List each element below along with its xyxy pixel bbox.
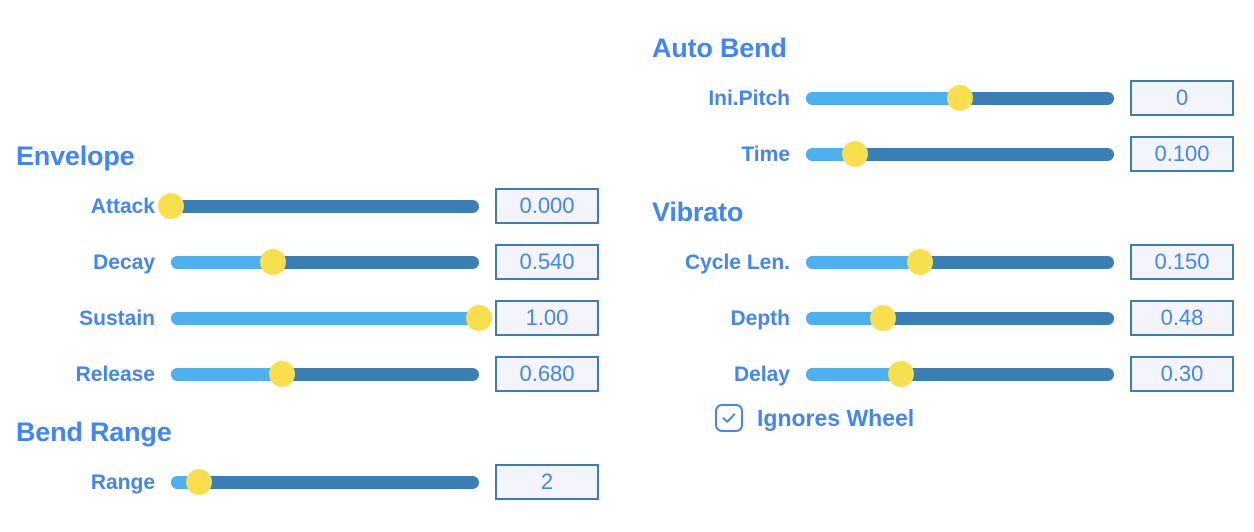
slider-range[interactable] [171,462,479,502]
slider-knob-time[interactable] [842,141,869,167]
value-box-release[interactable]: 0.680 [495,356,599,392]
param-row-sustain: Sustain 1.00 [0,298,599,338]
slider-knob-sustain[interactable] [466,305,492,331]
slider-knob-cycle-len[interactable] [906,249,933,275]
slider-knob-depth[interactable] [870,305,896,331]
right-panel: Auto Bend Ini.Pitch 0 Time 0.100 Vibrato… [640,0,1254,532]
value-box-delay[interactable]: 0.30 [1130,356,1234,392]
slider-knob-range[interactable] [185,469,212,495]
slider-depth[interactable] [806,298,1114,338]
slider-knob-attack[interactable] [158,193,184,219]
slider-release[interactable] [171,354,479,394]
slider-track-delay[interactable] [806,367,1114,381]
value-box-cycle-len[interactable]: 0.150 [1130,244,1234,280]
check-icon [722,413,736,423]
param-row-time: Time 0.100 [640,134,1234,174]
slider-decay[interactable] [171,242,479,282]
section-heading-vibrato: Vibrato [652,197,744,227]
param-row-decay: Decay 0.540 [0,242,599,282]
param-row-release: Release 0.680 [0,354,599,394]
slider-track-attack[interactable] [171,199,479,213]
checkbox-ignores-wheel[interactable]: Ignores Wheel [715,404,914,432]
slider-track-depth[interactable] [806,311,1114,325]
param-label-ini-pitch: Ini.Pitch [708,86,790,110]
param-label-range: Range [90,470,155,494]
slider-ini-pitch[interactable] [806,78,1114,118]
slider-knob-ini-pitch[interactable] [947,85,973,111]
slider-sustain[interactable] [171,298,492,338]
slider-fill-delay [806,367,902,381]
param-row-delay: Delay 0.30 [640,354,1234,394]
section-heading-auto-bend: Auto Bend [652,33,787,63]
checkbox-box[interactable] [715,404,743,432]
value-box-sustain[interactable]: 1.00 [495,300,599,336]
slider-fill-depth [806,311,883,325]
slider-track-cycle-len[interactable] [806,255,1114,269]
section-heading-envelope: Envelope [16,141,135,171]
param-label-time: Time [741,142,790,166]
param-label-release: Release [75,362,155,386]
param-row-attack: Attack 0.000 [0,186,599,226]
value-box-decay[interactable]: 0.540 [495,244,599,280]
slider-delay[interactable] [806,354,1114,394]
left-panel: Envelope Attack 0.000 Decay 0.540 Sustai… [0,0,620,532]
slider-fill-ini-pitch [806,91,960,105]
slider-attack[interactable] [158,186,479,226]
slider-track-decay[interactable] [171,255,479,269]
slider-track-sustain[interactable] [171,311,479,325]
checkbox-label-ignores-wheel: Ignores Wheel [757,404,915,431]
slider-knob-delay[interactable] [888,361,915,387]
slider-knob-release[interactable] [268,361,295,387]
param-label-delay: Delay [733,362,790,386]
slider-knob-decay[interactable] [259,249,286,275]
slider-time[interactable] [806,134,1114,174]
section-heading-bend-range: Bend Range [16,417,172,447]
param-label-cycle-len: Cycle Len. [684,250,790,274]
slider-fill-cycle-len [806,255,920,269]
slider-fill-decay [171,255,273,269]
param-row-ini-pitch: Ini.Pitch 0 [640,78,1234,118]
slider-fill-sustain [171,311,479,325]
param-label-sustain: Sustain [79,306,155,330]
param-label-decay: Decay [93,250,155,274]
param-row-cycle-len: Cycle Len. 0.150 [640,242,1234,282]
value-box-depth[interactable]: 0.48 [1130,300,1234,336]
param-label-depth: Depth [730,306,791,330]
value-box-attack[interactable]: 0.000 [495,188,599,224]
value-box-range[interactable]: 2 [495,464,599,500]
slider-track-range[interactable] [171,475,479,489]
value-box-ini-pitch[interactable]: 0 [1130,80,1234,116]
param-row-range: Range 2 [0,462,599,502]
slider-cycle-len[interactable] [806,242,1114,282]
param-label-attack: Attack [90,194,155,218]
value-box-time[interactable]: 0.100 [1130,136,1234,172]
param-row-depth: Depth 0.48 [640,298,1234,338]
slider-track-release[interactable] [171,367,479,381]
slider-fill-release [171,367,282,381]
